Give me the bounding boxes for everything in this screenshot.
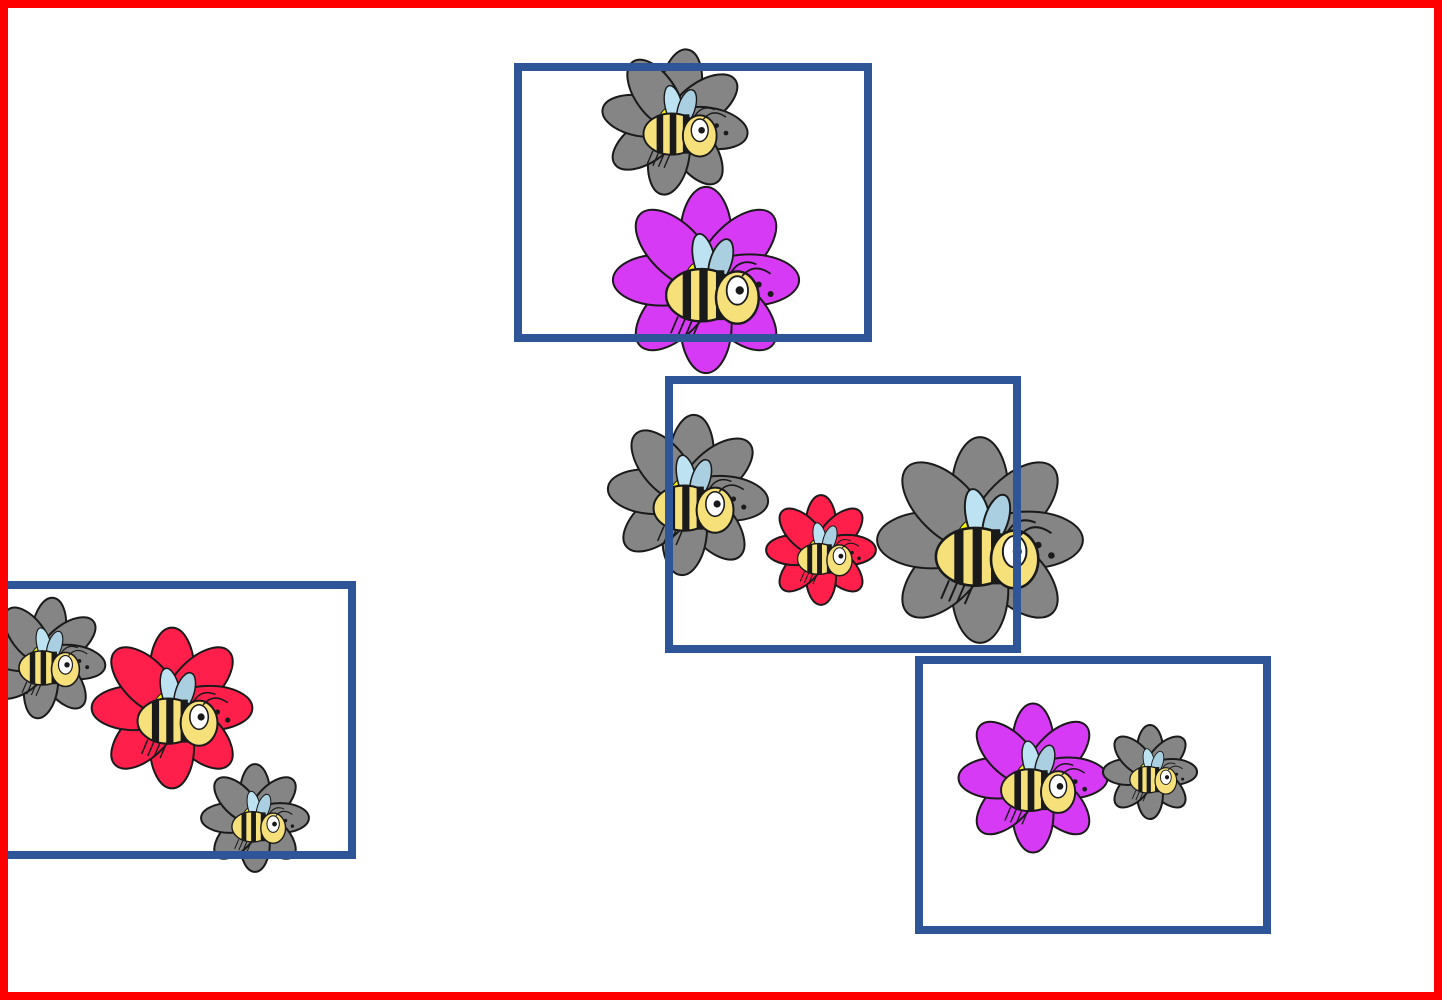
gray-flower-3[interactable] xyxy=(606,413,770,577)
top-box[interactable] xyxy=(514,63,872,342)
bottom-left-box[interactable] xyxy=(2,581,356,859)
purple-flower-2[interactable] xyxy=(611,185,801,375)
purple-flower-9[interactable] xyxy=(957,702,1109,854)
gray-flower-5[interactable] xyxy=(876,436,1084,644)
middle-box[interactable] xyxy=(665,376,1021,653)
gray-flower-6[interactable] xyxy=(0,596,107,721)
red-flower-4[interactable] xyxy=(765,494,877,606)
gray-flower-1[interactable] xyxy=(599,46,751,198)
bottom-right-box[interactable] xyxy=(915,656,1271,934)
red-flower-7[interactable] xyxy=(90,626,254,790)
gray-flower-10[interactable] xyxy=(1101,723,1199,821)
gray-flower-8[interactable] xyxy=(200,763,310,873)
